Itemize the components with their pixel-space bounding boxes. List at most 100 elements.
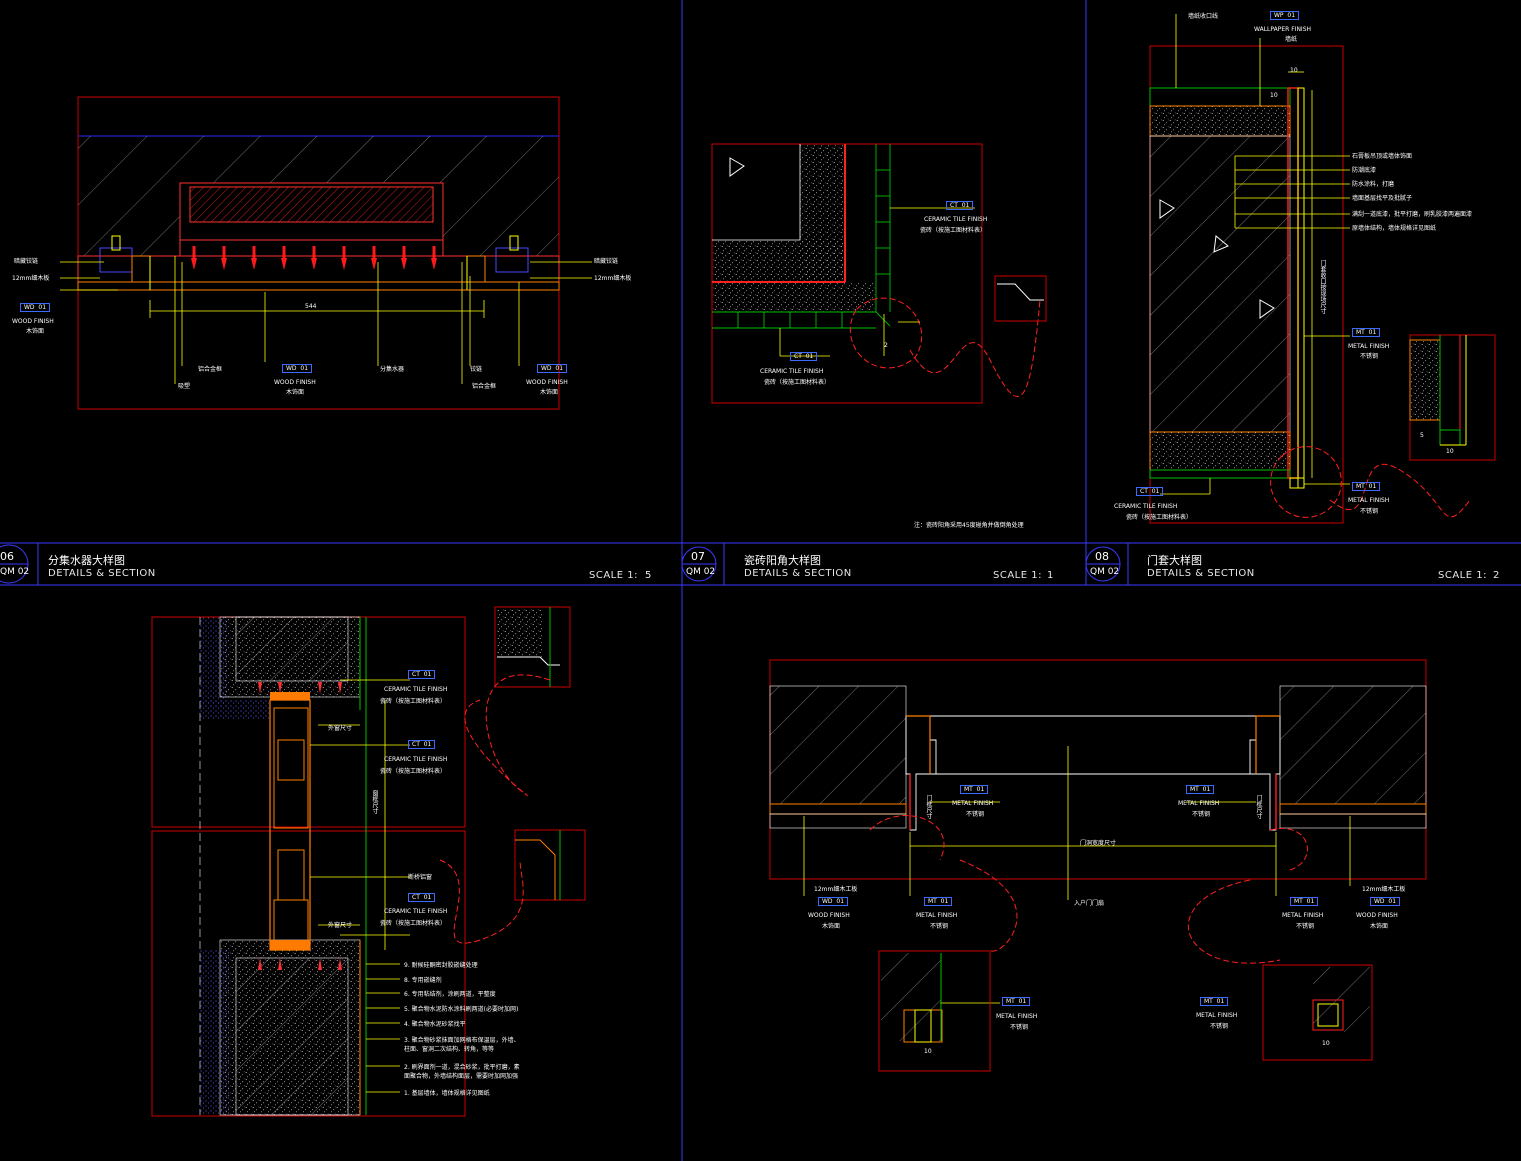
tag-num: 01 <box>423 894 432 901</box>
detail-07-note: 注：瓷砖阳角采用45度碰角并做倒角处理 <box>914 522 1024 529</box>
heat-arrows <box>191 246 437 270</box>
window-layer-4: 4. 聚合物水泥砂浆找平 <box>404 1021 466 1028</box>
detail-06-tag-right-en: WOOD FINISH <box>526 379 568 386</box>
tag-code: MT <box>1204 998 1213 1005</box>
tag-code: WD <box>24 304 35 311</box>
tag-num: 01 <box>555 365 564 372</box>
door-tag-wd-r-en: WOOD FINISH <box>1356 912 1398 919</box>
door-tag-mt-l-code: MT 01 <box>960 785 989 794</box>
detail-07-tag-top-cn: 瓷砖（按施工图材料表） <box>920 227 987 234</box>
detail-07-tag-top-en: CERAMIC TILE FINISH <box>924 216 988 223</box>
tag-code: MT <box>1006 998 1015 1005</box>
panel-06-sheet: QM 02 <box>0 567 30 577</box>
detail-06-note-b3: 分集水器 <box>380 366 405 373</box>
tag-num: 01 <box>976 786 985 793</box>
door-tag-wd-l-en: WOOD FINISH <box>808 912 850 919</box>
detail-08-tag-mt-code: MT 01 <box>1352 328 1381 337</box>
detail-08-dim-side: 10 <box>1270 92 1278 99</box>
window-tag2-cn: 瓷砖（按施工图材料表） <box>380 768 447 775</box>
detail-08-tag-ct-code: CT 01 <box>1136 487 1164 496</box>
door-tag-wd-l-cn: 木饰面 <box>822 923 841 930</box>
detail-08-tag-wp-cn: 墙纸 <box>1285 36 1298 43</box>
detail-08-tag-mt-cn: 不锈钢 <box>1360 353 1379 360</box>
door-tag-mt-d2-cn: 不锈钢 <box>1210 1023 1229 1030</box>
panel-07-title-en: DETAILS & SECTION <box>744 568 852 579</box>
detail-07-tag-bottom-en: CERAMIC TILE FINISH <box>760 368 824 375</box>
tag-num: 01 <box>1216 998 1225 1005</box>
detail-08-dim-top: 10 <box>1290 67 1298 74</box>
door-dim-v-r: 门框尺寸 <box>1255 795 1262 819</box>
detail-06-tag-right-code: WD 01 <box>537 364 568 373</box>
window-tag2-code: CT 01 <box>408 740 436 749</box>
detail-08-tag-mt2-code: MT 01 <box>1352 482 1381 491</box>
detail-06-tag-mid-cn: 木饰面 <box>286 389 305 396</box>
detail-08-vertical-note: 门套收口按现场尺寸 <box>1319 260 1326 314</box>
detail-08-layer-3: 防水涂料，打磨 <box>1352 181 1395 188</box>
detail-06-tag-mid-code: WD 01 <box>282 364 313 373</box>
door-tag-mt-br-en: METAL FINISH <box>1282 912 1324 919</box>
tag-code: MT <box>1190 786 1199 793</box>
door-tag-mt-r-code: MT 01 <box>1186 785 1215 794</box>
door-dim-10-right: 10 <box>1322 1040 1330 1047</box>
tag-code: MT <box>1356 329 1365 336</box>
tag-code: WD <box>541 365 552 372</box>
door-tag-mt-r-cn: 不锈钢 <box>1192 811 1211 818</box>
detail-08-tag-ct-en: CERAMIC TILE FINISH <box>1114 503 1178 510</box>
panel-07-scale-label: SCALE 1: <box>993 570 1042 581</box>
tag-num: 01 <box>1368 483 1377 490</box>
door-tag-mt-br-cn: 不锈钢 <box>1296 923 1315 930</box>
detail-06-note-left-top: 暗藏铰链 <box>14 258 39 265</box>
detail-07-tag-top-code: CT 01 <box>946 201 974 210</box>
window-tag1-en: CERAMIC TILE FINISH <box>384 686 448 693</box>
door-tag-mt-d1-en: METAL FINISH <box>996 1013 1038 1020</box>
tag-code: MT <box>1294 898 1303 905</box>
detail-08-layer-2: 防潮底漆 <box>1352 167 1377 174</box>
door-tag-mt-l-en: METAL FINISH <box>952 800 994 807</box>
tag-num: 01 <box>38 304 47 311</box>
panel-06-scale-value: 5 <box>645 570 652 581</box>
tag-num: 01 <box>1018 998 1027 1005</box>
panel-08-scale-value: 2 <box>1493 570 1500 581</box>
detail-06-note-b5: 铝合金框 <box>472 383 497 390</box>
tag-num: 01 <box>423 741 432 748</box>
tag-code: WD <box>286 365 297 372</box>
detail-07-tag-bottom-cn: 瓷砖（按施工图材料表） <box>764 379 831 386</box>
window-tag3-cn: 瓷砖（按施工图材料表） <box>380 920 447 927</box>
panel-08-number: 08 <box>1095 550 1109 563</box>
window-frame-note: 断桥铝窗 <box>408 874 433 881</box>
detail-06-tag-mid-en: WOOD FINISH <box>274 379 316 386</box>
tag-code: CT <box>794 353 802 360</box>
tag-num: 01 <box>1287 12 1296 19</box>
window-dim-v: 窗框尺寸 <box>371 790 378 814</box>
detail-08-tag-ct-cn: 瓷砖（按施工图材料表） <box>1126 514 1193 521</box>
door-dim-v-l: 门框尺寸 <box>925 795 932 819</box>
detail-06-note-right-mid: 12mm细木板 <box>594 275 632 282</box>
door-tag-mt-bl-code: MT 01 <box>924 897 953 906</box>
panel-06-number: 06 <box>0 550 14 563</box>
detail-08-layer-5: 满刮一道底漆，批平打磨，刷乳胶漆两遍面漆 <box>1352 211 1473 218</box>
tag-code: MT <box>964 786 973 793</box>
tag-num: 01 <box>1368 329 1377 336</box>
detail-08-tag-mt2-cn: 不锈钢 <box>1360 508 1379 515</box>
panel-07-scale-value: 1 <box>1047 570 1054 581</box>
detail-08-dim-5: 5 <box>1420 432 1424 439</box>
door-note-12mm-r: 12mm细木工板 <box>1362 886 1406 893</box>
tag-code: CT <box>412 741 420 748</box>
tag-num: 01 <box>1306 898 1315 905</box>
panel-07-title-cn: 瓷砖阳角大样图 <box>744 554 821 567</box>
window-tag3-code: CT 01 <box>408 893 436 902</box>
door-tag-mt-bl-cn: 不锈钢 <box>930 923 949 930</box>
detail-07-drawing <box>711 143 1047 404</box>
tag-code: MT <box>1356 483 1365 490</box>
panel-08-scale-label: SCALE 1: <box>1438 570 1487 581</box>
window-layer-8: 8. 专用嵌缝剂 <box>404 977 442 984</box>
tag-num: 01 <box>300 365 309 372</box>
panel-06-scale-label: SCALE 1: <box>589 570 638 581</box>
panel-08-sheet: QM 02 <box>1090 567 1120 577</box>
tag-code: CT <box>412 671 420 678</box>
tag-code: WD <box>822 898 833 905</box>
panel-08-title-en: DETAILS & SECTION <box>1147 568 1255 579</box>
detail-08-tag-wp-code: WP 01 <box>1270 11 1300 20</box>
door-tag-mt-d2-en: METAL FINISH <box>1196 1012 1238 1019</box>
door-note-door: 入户门门扇 <box>1074 900 1105 907</box>
